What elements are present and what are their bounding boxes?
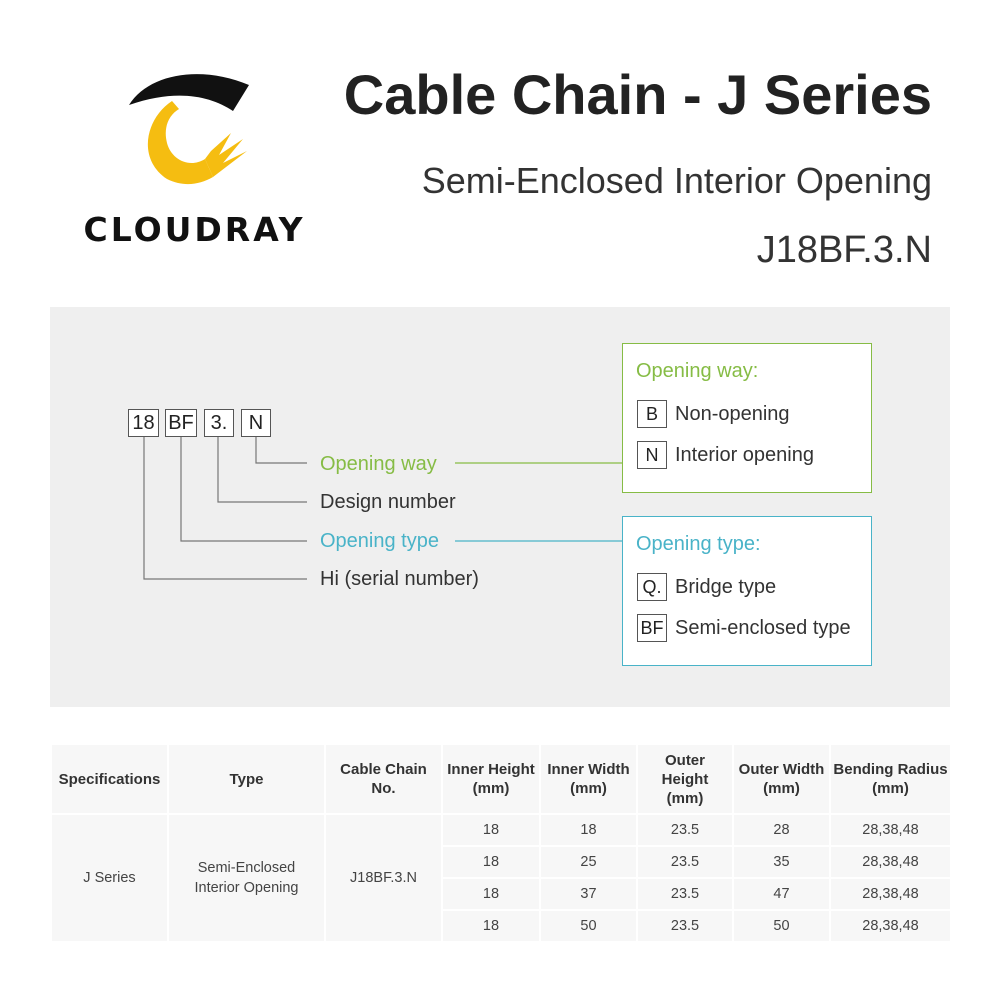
cell-outer-width: 28 — [732, 813, 831, 847]
page-subtitle: Semi-Enclosed Interior Opening — [421, 160, 932, 201]
legend-option-non-opening: B Non-opening — [637, 400, 790, 428]
cell-bending-radius: 28,38,48 — [829, 877, 952, 911]
cell-outer-width: 50 — [732, 909, 831, 943]
cell-type: Semi-Enclosed Interior Opening — [167, 813, 326, 943]
label-serial-number: Hi (serial number) — [320, 568, 479, 590]
connector-opening-type — [180, 437, 307, 542]
table-row: 18 37 23.5 47 28,38,48 — [51, 877, 952, 911]
legend-option-bridge-type: Q. Bridge type — [637, 573, 776, 601]
header-type: Type — [167, 743, 326, 815]
brand-name: CLOUDRAY — [83, 210, 306, 249]
header-inner-width: Inner Width (mm) — [539, 743, 638, 815]
legend-desc: Interior opening — [675, 443, 814, 466]
spec-table: Specifications Type Cable Chain No. Inne… — [50, 743, 952, 943]
cell-bending-radius: 28,38,48 — [829, 813, 952, 847]
table-row: 18 50 23.5 50 28,38,48 — [51, 909, 952, 943]
header-outer-width: Outer Width (mm) — [732, 743, 831, 815]
table-row: 18 25 23.5 35 28,38,48 — [51, 845, 952, 879]
opening-way-legend: Opening way: B Non-opening N Interior op… — [622, 343, 872, 493]
header-specifications: Specifications — [50, 743, 169, 815]
cell-inner-width: 37 — [539, 877, 638, 911]
cell-inner-width: 50 — [539, 909, 638, 943]
code-part-design: 3. — [204, 409, 234, 437]
cell-inner-width: 25 — [539, 845, 638, 879]
label-opening-way: Opening way — [320, 453, 437, 475]
legend-code: B — [637, 400, 667, 428]
cell-specification: J Series — [50, 813, 169, 943]
cell-outer-width: 35 — [732, 845, 831, 879]
label-design-number: Design number — [320, 491, 456, 513]
cell-outer-height: 23.5 — [636, 909, 734, 943]
cloudray-logo-icon — [129, 74, 249, 185]
connector-opening-way — [255, 437, 307, 464]
opening-type-legend-title: Opening type: — [636, 533, 761, 555]
connector-design-number — [217, 437, 307, 503]
model-number: J18BF.3.N — [756, 229, 932, 271]
cell-bending-radius: 28,38,48 — [829, 909, 952, 943]
legend-code: Q. — [637, 573, 667, 601]
opening-way-legend-title: Opening way: — [636, 360, 759, 382]
table-header-row: Specifications Type Cable Chain No. Inne… — [50, 743, 952, 815]
legend-option-interior-opening: N Interior opening — [637, 441, 814, 469]
logo-black-arc — [129, 74, 249, 111]
cell-outer-height: 23.5 — [636, 813, 734, 847]
header-cable-chain-no: Cable Chain No. — [324, 743, 443, 815]
model-code-diagram: 18 BF 3. N Opening way Design number Ope… — [50, 307, 950, 707]
cell-outer-height: 23.5 — [636, 845, 734, 879]
code-part-type: BF — [165, 409, 197, 437]
legend-code: BF — [637, 614, 667, 642]
legend-desc: Non-opening — [675, 402, 790, 425]
legend-code: N — [637, 441, 667, 469]
cell-inner-height: 18 — [441, 813, 541, 847]
brand-logo: CLOUDRAY — [62, 62, 327, 257]
page-title: Cable Chain - J Series — [343, 63, 932, 126]
table-row: J Series Semi-Enclosed Interior Opening … — [50, 813, 952, 943]
code-part-opening: N — [241, 409, 271, 437]
cell-chain-no: J18BF.3.N — [324, 813, 443, 943]
cell-outer-width: 47 — [732, 877, 831, 911]
code-part-serial: 18 — [128, 409, 159, 437]
cell-inner-height: 18 — [441, 845, 541, 879]
legend-option-semi-enclosed-type: BF Semi-enclosed type — [637, 614, 851, 642]
connector-serial-number — [143, 437, 307, 580]
label-opening-type: Opening type — [320, 530, 439, 552]
connector-lines — [143, 437, 622, 580]
cell-inner-height: 18 — [441, 877, 541, 911]
cell-inner-height: 18 — [441, 909, 541, 943]
cell-outer-height: 23.5 — [636, 877, 734, 911]
header-outer-height: Outer Height (mm) — [636, 743, 734, 815]
cell-inner-width: 18 — [539, 813, 638, 847]
header-bending-radius: Bending Radius (mm) — [829, 743, 952, 815]
legend-desc: Bridge type — [675, 575, 777, 598]
cell-bending-radius: 28,38,48 — [829, 845, 952, 879]
logo-yellow-sunburst — [205, 133, 247, 177]
legend-desc: Semi-enclosed type — [675, 616, 851, 639]
opening-type-legend: Opening type: Q. Bridge type BF Semi-enc… — [622, 516, 872, 666]
logo-yellow-c — [147, 101, 213, 185]
header-inner-height: Inner Height (mm) — [441, 743, 541, 815]
